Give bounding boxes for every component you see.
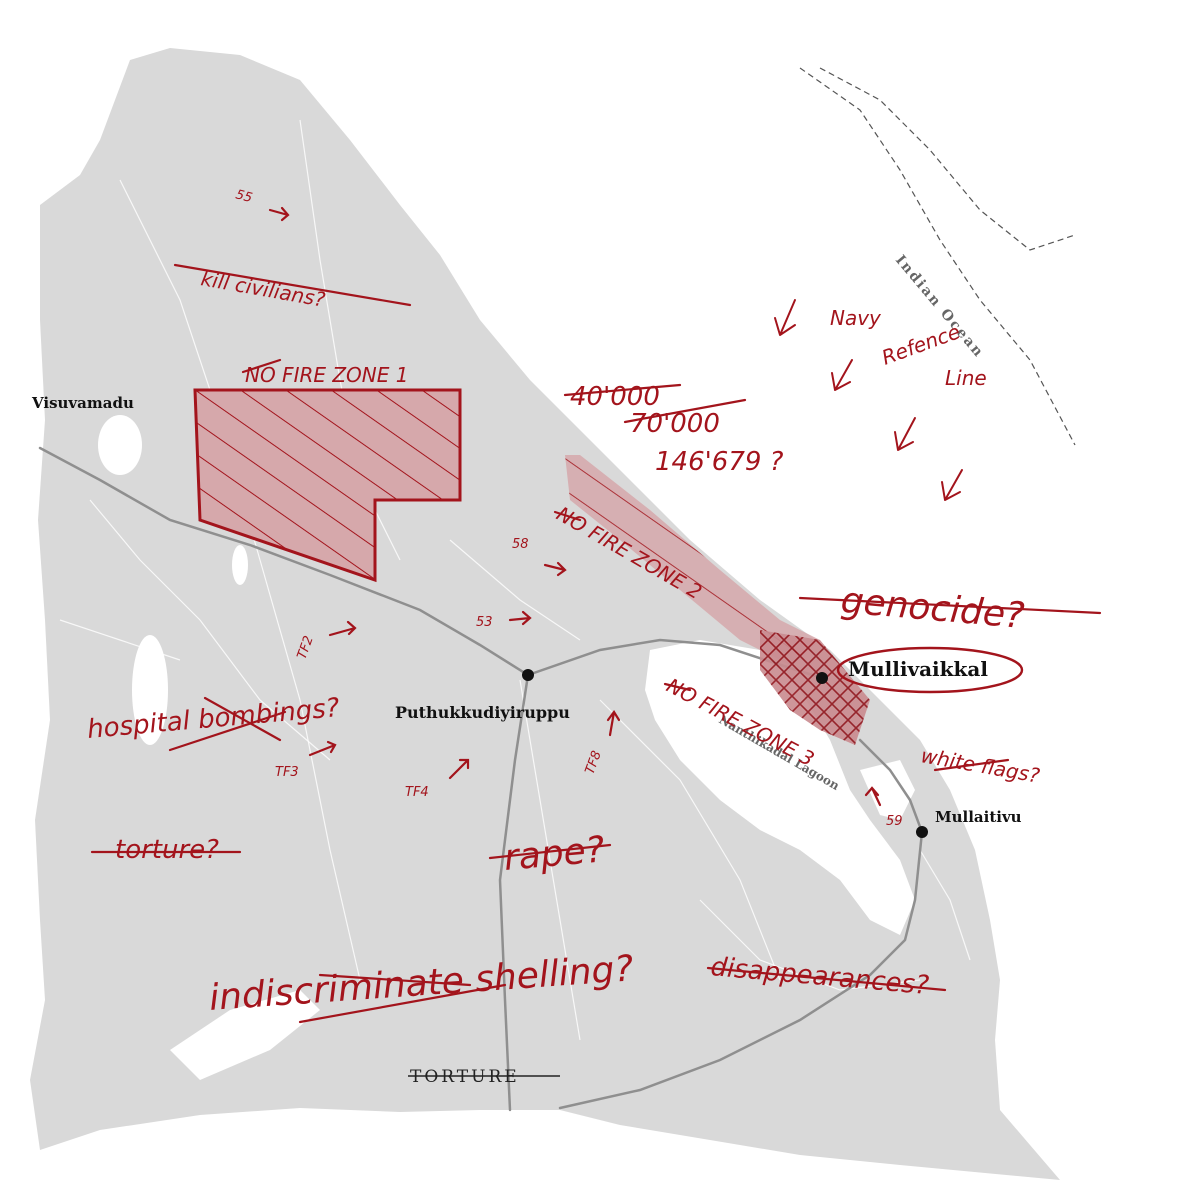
zone-2-strike: [553, 510, 582, 522]
division-58-arrow: [543, 561, 567, 577]
place-mullivaikkal: Mullivaikkal: [848, 657, 988, 681]
refence-label: Refence: [879, 319, 964, 369]
division-55: 55: [234, 187, 254, 206]
lake: [170, 990, 320, 1080]
division-59: 59: [886, 814, 903, 829]
land-mass: [30, 48, 1060, 1180]
count-40000-strike: [563, 383, 682, 397]
rape-strike: [488, 843, 612, 860]
count-70000-strike: [623, 398, 747, 424]
hospital-bombings-strike: [168, 696, 287, 752]
task-force-4-arrow: [448, 758, 470, 780]
minor-roads: [59, 119, 971, 1041]
indiscriminate-shelling-strike: [298, 973, 507, 1024]
place-puthukkudiyiruppu: Puthukkudiyiruppu: [395, 703, 570, 722]
navy-refence-line: [799, 67, 1076, 446]
mullaitivu-marker: [916, 826, 928, 838]
major-roads: [38, 446, 924, 1112]
zone-3-strike: [663, 682, 692, 692]
count-70000: 70'000: [630, 409, 720, 439]
navy-refence-line: [819, 67, 1076, 251]
lagoon-inlet: [860, 760, 915, 820]
nanthikadal-lagoon: [645, 640, 915, 935]
puthukkudiyiruppu-marker: [522, 669, 534, 681]
task-force-3: TF3: [275, 765, 299, 780]
disappearances-strike: [706, 966, 947, 992]
lake: [132, 635, 168, 745]
navy-arrows: [774, 299, 963, 501]
division-55-arrow: [268, 206, 290, 222]
navy-label: Navy: [830, 306, 882, 330]
no-fire-zone-1: [193, 388, 462, 583]
white-flags-strike: [933, 758, 1010, 772]
lake: [98, 415, 142, 475]
genocide-strike: [798, 596, 1102, 615]
zone-1-label: NO FIRE ZONE 1: [245, 363, 408, 387]
division-58: 58: [512, 537, 529, 552]
question-torture: torture?: [115, 835, 219, 865]
division-53-arrow: [508, 610, 532, 626]
count-40000: 40'000: [570, 382, 660, 412]
mullivaikkal-circle: [836, 646, 1024, 694]
division-53: 53: [476, 615, 493, 630]
task-force-8-arrow: [606, 710, 621, 737]
place-mullaitivu: Mullaitivu: [935, 808, 1022, 826]
task-force-3-arrow: [308, 740, 337, 757]
place-visuvamadu: Visuvamadu: [31, 394, 134, 412]
torture-title: TORTURE: [410, 1067, 520, 1087]
mullivaikkal-marker: [816, 672, 828, 684]
task-force-4: TF4: [405, 785, 429, 800]
line-label: Line: [945, 366, 987, 390]
no-fire-zone-3: [760, 630, 870, 745]
division-59-arrow: [864, 786, 882, 807]
task-force-2-arrow: [328, 620, 357, 637]
kill-civilians-strike: [173, 263, 412, 307]
count-146679: 146'679 ?: [655, 447, 784, 477]
zone-1-strike: [241, 358, 282, 374]
no-fire-zone-2: [565, 455, 820, 665]
lake: [232, 545, 248, 585]
